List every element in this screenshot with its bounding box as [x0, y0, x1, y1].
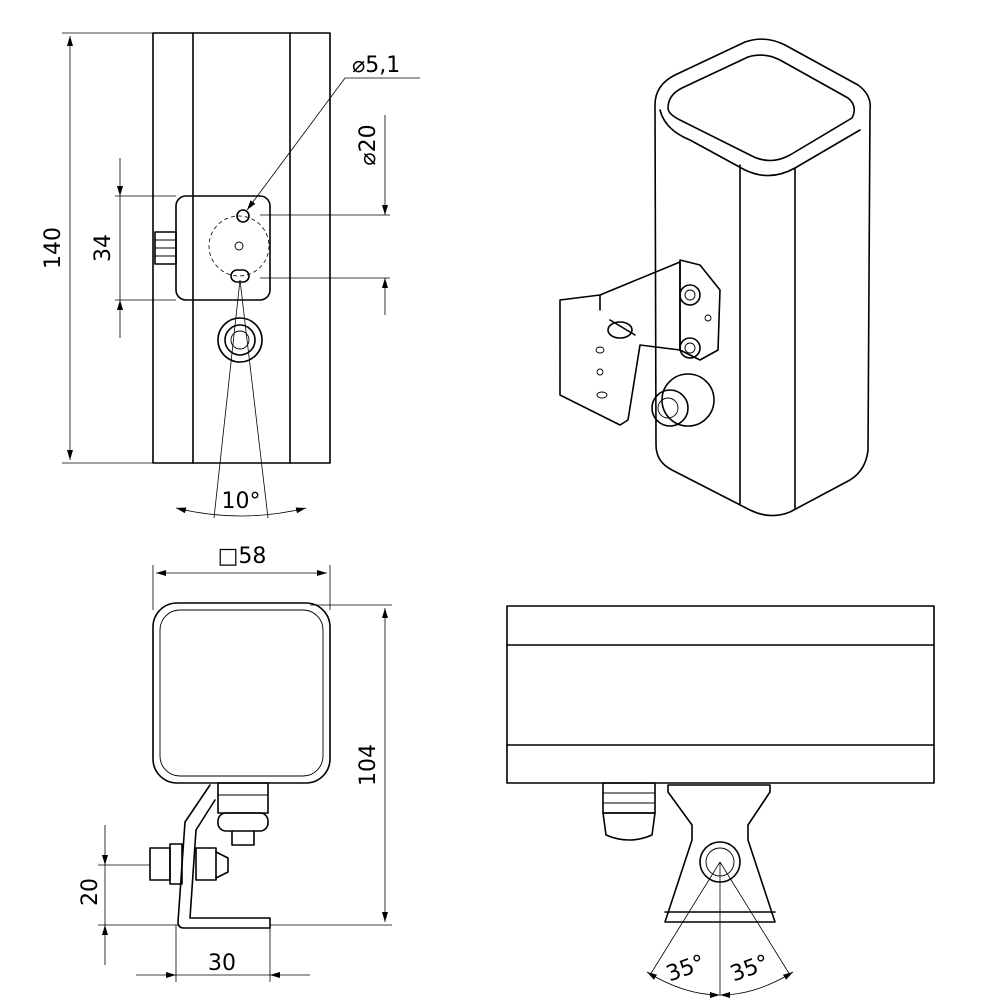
dim-depth: 104: [356, 744, 381, 786]
housing-side-outline: [506, 605, 935, 784]
dim-square: 58: [238, 544, 266, 569]
top-view: □58 104 20 30: [78, 544, 392, 982]
square-symbol: □: [218, 544, 239, 569]
dim-bracket: 34: [91, 234, 116, 262]
housing-top-outline: [152, 602, 331, 784]
front-view: 140 34 ⌀20 ⌀5,1 10°: [41, 32, 420, 519]
svg-text:□58: □58: [218, 544, 267, 569]
dim-angle: 10°: [222, 489, 261, 514]
cable-gland: [217, 317, 263, 363]
bracket-plate: [175, 195, 271, 301]
svg-text:⌀20: ⌀20: [356, 124, 381, 165]
housing-outline: [152, 32, 331, 464]
dim-hole: 5,1: [365, 53, 400, 78]
swivel-bracket: [664, 784, 776, 923]
dim-bracket-width: 30: [208, 951, 236, 976]
dim-angle-left: 35°: [663, 950, 708, 987]
dim-circle: 20: [356, 124, 381, 152]
dim-offset: 20: [78, 878, 103, 906]
dim-height: 140: [41, 227, 66, 269]
svg-text:⌀5,1: ⌀5,1: [352, 53, 400, 78]
mount-hole: [236, 209, 250, 223]
side-view: 35° 35°: [506, 605, 935, 998]
isometric-view: [559, 38, 872, 517]
dim-angle-right: 35°: [727, 950, 772, 987]
diameter-symbol: ⌀: [356, 152, 381, 165]
